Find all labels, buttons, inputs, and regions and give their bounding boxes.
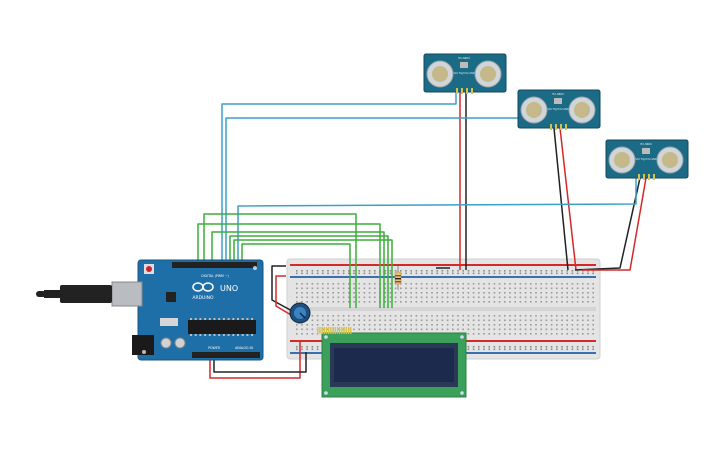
- arduino-logo: [192, 282, 214, 292]
- sensor-pin-labels: VCC Trig Echo GND: [454, 72, 475, 75]
- wire-lcd-d6: [203, 213, 357, 308]
- wire-lcd-d7: [197, 223, 381, 308]
- wire-lcd-d5: [211, 231, 385, 308]
- usb-port: [111, 281, 143, 307]
- wire-5v: [209, 340, 301, 379]
- usb-cable: [44, 290, 62, 298]
- top-power-rail-blue: [290, 276, 596, 278]
- lcd-screen: [334, 348, 454, 382]
- potentiometer-knob-indicator: [299, 312, 306, 319]
- wire-lcd-en: [233, 239, 393, 308]
- capacitor-2: [174, 337, 186, 349]
- digital-header-label: DIGITAL (PWM ~): [201, 274, 228, 278]
- sensor-model-label: HC-SR04: [458, 56, 470, 60]
- usb-cable-plug: [60, 285, 112, 303]
- wire-sensor2-gnd: [553, 127, 569, 271]
- analog-header-label: ANALOG IN: [235, 346, 253, 350]
- usb-chip: [166, 292, 176, 302]
- potentiometer[interactable]: [289, 302, 311, 324]
- breadboard-holes: [296, 270, 594, 351]
- power-jack: [132, 335, 154, 355]
- wire-pot-gnd: [271, 265, 295, 313]
- wire-sensor3-gnd: [574, 177, 641, 271]
- wire-pot-vcc: [275, 275, 297, 319]
- atmega-chip: [188, 320, 256, 334]
- wire-sensor3-vcc: [582, 177, 647, 271]
- wire-sensor1-signal: [221, 92, 457, 262]
- power-header-label: POWER: [208, 346, 221, 350]
- lcd-16x2: [317, 327, 467, 398]
- sensor-pin-labels: VCC Trig Echo GND: [548, 108, 569, 111]
- arduino-model-label: UNO: [220, 284, 238, 293]
- capacitor-1: [160, 337, 172, 349]
- crystal: [160, 318, 178, 326]
- breadboard-center-channel: [290, 307, 596, 311]
- digital-header: [172, 262, 257, 268]
- wire-sensor3-signal: [237, 178, 637, 262]
- wire-lcd-d4: [229, 235, 389, 308]
- wire-gnd: [213, 352, 307, 373]
- arduino-uno: ARDUINO UNO DIGITAL (PWM ~) POWER ANALOG…: [36, 259, 264, 361]
- wire-lcd-rs: [241, 243, 351, 308]
- sensor-pin-labels: VCC Trig Echo GND: [636, 158, 657, 161]
- resistor: [394, 266, 402, 290]
- power-analog-header: [192, 352, 260, 358]
- sensor-model-label: HC-SR04: [640, 142, 652, 146]
- arduino-logo-text: ARDUINO: [192, 295, 214, 301]
- wire-sensor2-vcc: [559, 127, 577, 271]
- sensor-model-label: HC-SR04: [552, 92, 564, 96]
